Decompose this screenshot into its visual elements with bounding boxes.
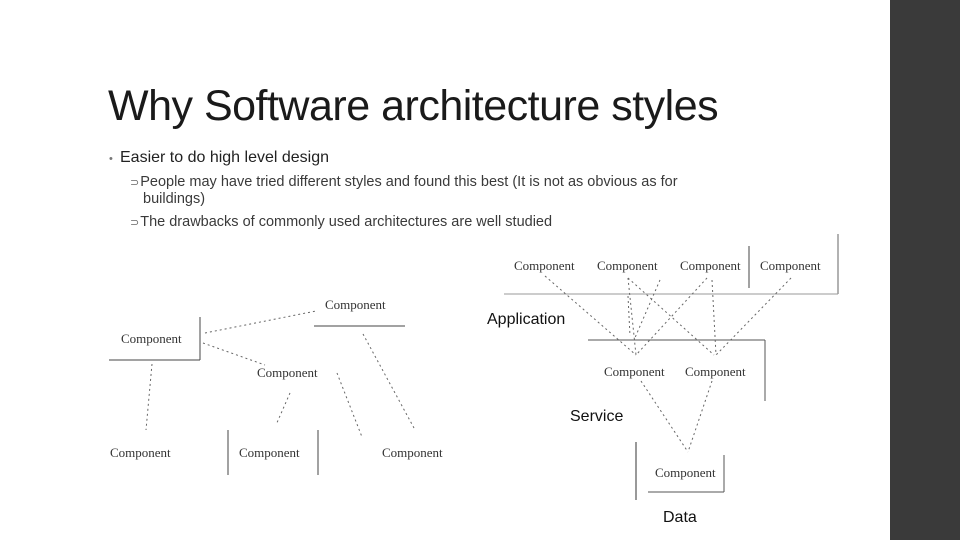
- app-component-1: Component: [514, 258, 575, 273]
- right-sidebar-bar: [890, 0, 960, 540]
- data-layer-label: Data: [663, 509, 697, 526]
- left-component-bottom-right: Component: [382, 445, 443, 460]
- data-component-1: Component: [655, 465, 716, 480]
- bullet-text: Easier to do high level design: [120, 149, 330, 166]
- bullet-item: • Easier to do high level design: [109, 149, 329, 167]
- app-component-4: Component: [760, 258, 821, 273]
- slide-title: Why Software architecture styles: [108, 82, 719, 130]
- right-diagram: Component Component Component Component …: [487, 234, 839, 526]
- left-component-top: Component: [325, 297, 386, 312]
- service-component-2: Component: [685, 364, 746, 379]
- sub-bullet-1-line2: buildings): [143, 191, 206, 207]
- left-dotted-connectors: [145, 310, 415, 438]
- application-layer-label: Application: [487, 311, 565, 328]
- service-component-1: Component: [604, 364, 665, 379]
- app-component-2: Component: [597, 258, 658, 273]
- service-layer-label: Service: [570, 408, 623, 425]
- app-component-3: Component: [680, 258, 741, 273]
- sub-bullet-1-line1: People may have tried different styles a…: [140, 174, 678, 190]
- left-component-middle: Component: [257, 365, 318, 380]
- left-component-bottom-left: Component: [110, 445, 171, 460]
- sub-bullet-1: ⊃People may have tried different styles …: [130, 174, 770, 208]
- sub-bullet-2: ⊃The drawbacks of commonly used architec…: [130, 214, 770, 231]
- left-component-left: Component: [121, 331, 182, 346]
- sub-bullet-2-text: The drawbacks of commonly used architect…: [140, 214, 553, 230]
- sub-bullet-glyph-icon: ⊃: [130, 176, 140, 189]
- left-diagram: Component Component Component Component …: [109, 297, 443, 475]
- sub-bullet-glyph-icon: ⊃: [130, 216, 140, 229]
- left-component-bottom-mid: Component: [239, 445, 300, 460]
- bullet-dot-icon: •: [109, 153, 113, 165]
- right-dotted-connectors: [544, 275, 792, 453]
